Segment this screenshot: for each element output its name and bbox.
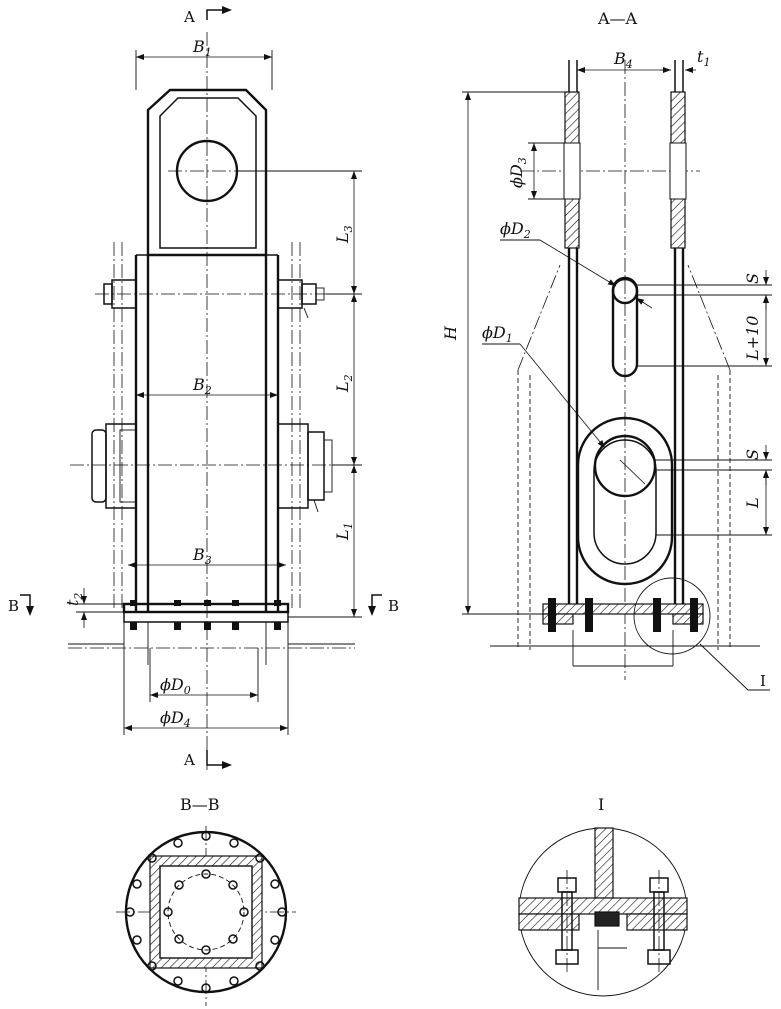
dim-b4: B4 [613,49,633,71]
view-title-detail: I [598,795,604,814]
svg-text:ϕD3: ϕD3 [507,157,529,188]
section-marker-b-left: B [8,597,19,615]
svg-text:L3: L3 [333,225,355,244]
dim-d4: ϕD4 [160,708,191,730]
svg-text:t2: t2 [63,593,85,606]
dim-d3: ϕD3 [507,157,529,188]
svg-text:L2: L2 [333,374,355,393]
dim-d1: ϕD1 [482,323,513,345]
dim-b2: B2 [192,375,212,397]
svg-text:L1: L1 [333,522,355,541]
dim-l-plus-10: L+10 [743,316,762,361]
view-title-bb: B—B [180,795,220,814]
section-aa-view [462,60,772,691]
section-marker-a-bottom: A [183,751,195,769]
dim-t2: t2 [63,593,85,606]
dim-h: H [441,325,460,341]
detail-i-view [518,827,688,997]
dim-b3: B3 [192,545,212,567]
bb-bolt-holes [125,831,287,993]
view-title-aa: A—A [597,9,638,28]
dim-t1: t1 [697,47,710,69]
dim-d2: ϕD2 [500,219,531,241]
aa-flange-bolts [548,598,698,632]
dim-s-upper: S [743,273,762,284]
front-view [20,6,382,770]
section-bb-view [116,826,296,1006]
dim-d0: ϕD0 [160,675,191,697]
dim-b1: B1 [192,37,212,59]
section-marker-a-top: A [183,8,195,26]
section-marker-b-right: B [388,597,399,615]
dim-l3: L3 [333,225,355,244]
dim-l2: L2 [333,374,355,393]
dim-s-lower: S [743,449,762,460]
detail-ref-i: I [760,672,766,690]
dim-l: L [743,497,762,509]
flange-bolts [130,600,281,630]
dim-l1: L1 [333,522,355,541]
